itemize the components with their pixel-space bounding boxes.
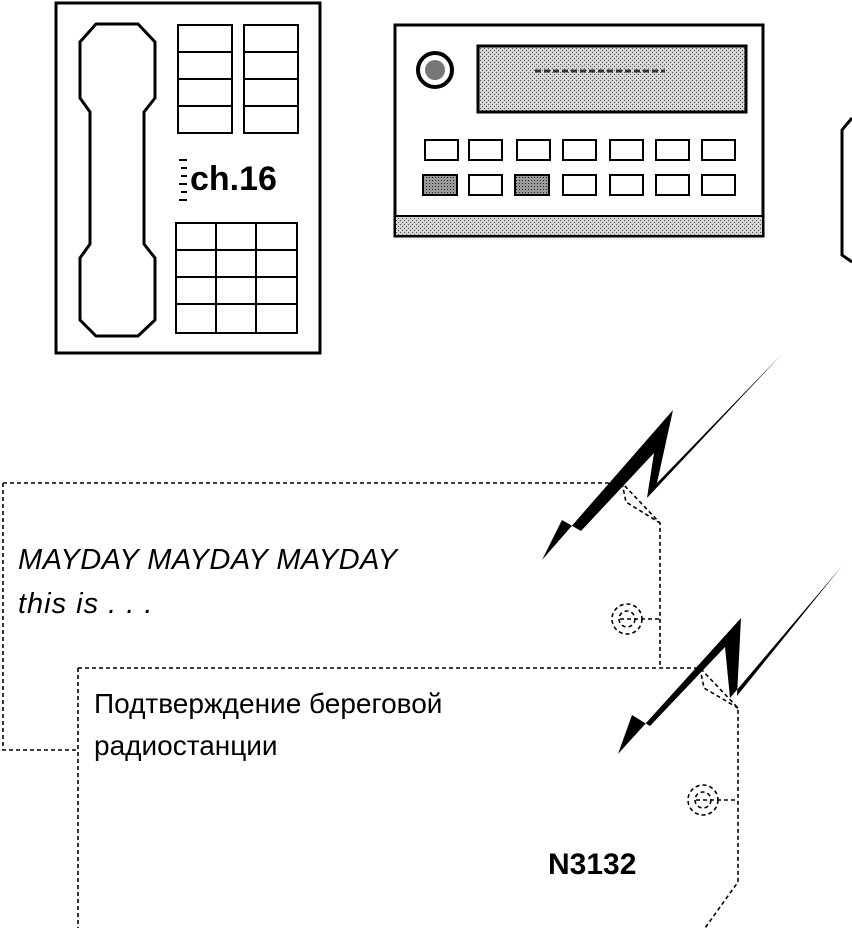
tuning-scale-icon: [179, 159, 187, 201]
mayday-this-is-text: this is . . .: [18, 588, 154, 620]
phone-keys-top: [177, 24, 299, 134]
radio-knob-center: [425, 60, 445, 80]
radio-buttons-top: [424, 139, 736, 161]
partial-device-edge: [840, 117, 852, 264]
station-number-label: N3132: [548, 848, 637, 881]
reply-card: [77, 667, 739, 928]
acknowledgement-text-line2: радиостанции: [94, 730, 278, 761]
lightning-arrow-icon: [542, 354, 782, 560]
message-card: [2, 482, 661, 751]
mayday-call-text: MAYDAY MAYDAY MAYDAY: [18, 544, 398, 576]
radio-buttons-bottom: [422, 174, 736, 196]
phone-keypad: [175, 222, 298, 334]
channel-label: ch.16: [190, 160, 277, 198]
telephone-icon: [54, 1, 322, 355]
lightning-arrow-icon-2: [618, 566, 842, 754]
radio-base-stripe: [396, 216, 762, 235]
acknowledgement-text-line1: Подтверждение береговой: [94, 688, 443, 719]
handset-icon: [78, 22, 157, 338]
radio-display: [476, 44, 748, 114]
radio-unit-icon: [393, 23, 765, 238]
